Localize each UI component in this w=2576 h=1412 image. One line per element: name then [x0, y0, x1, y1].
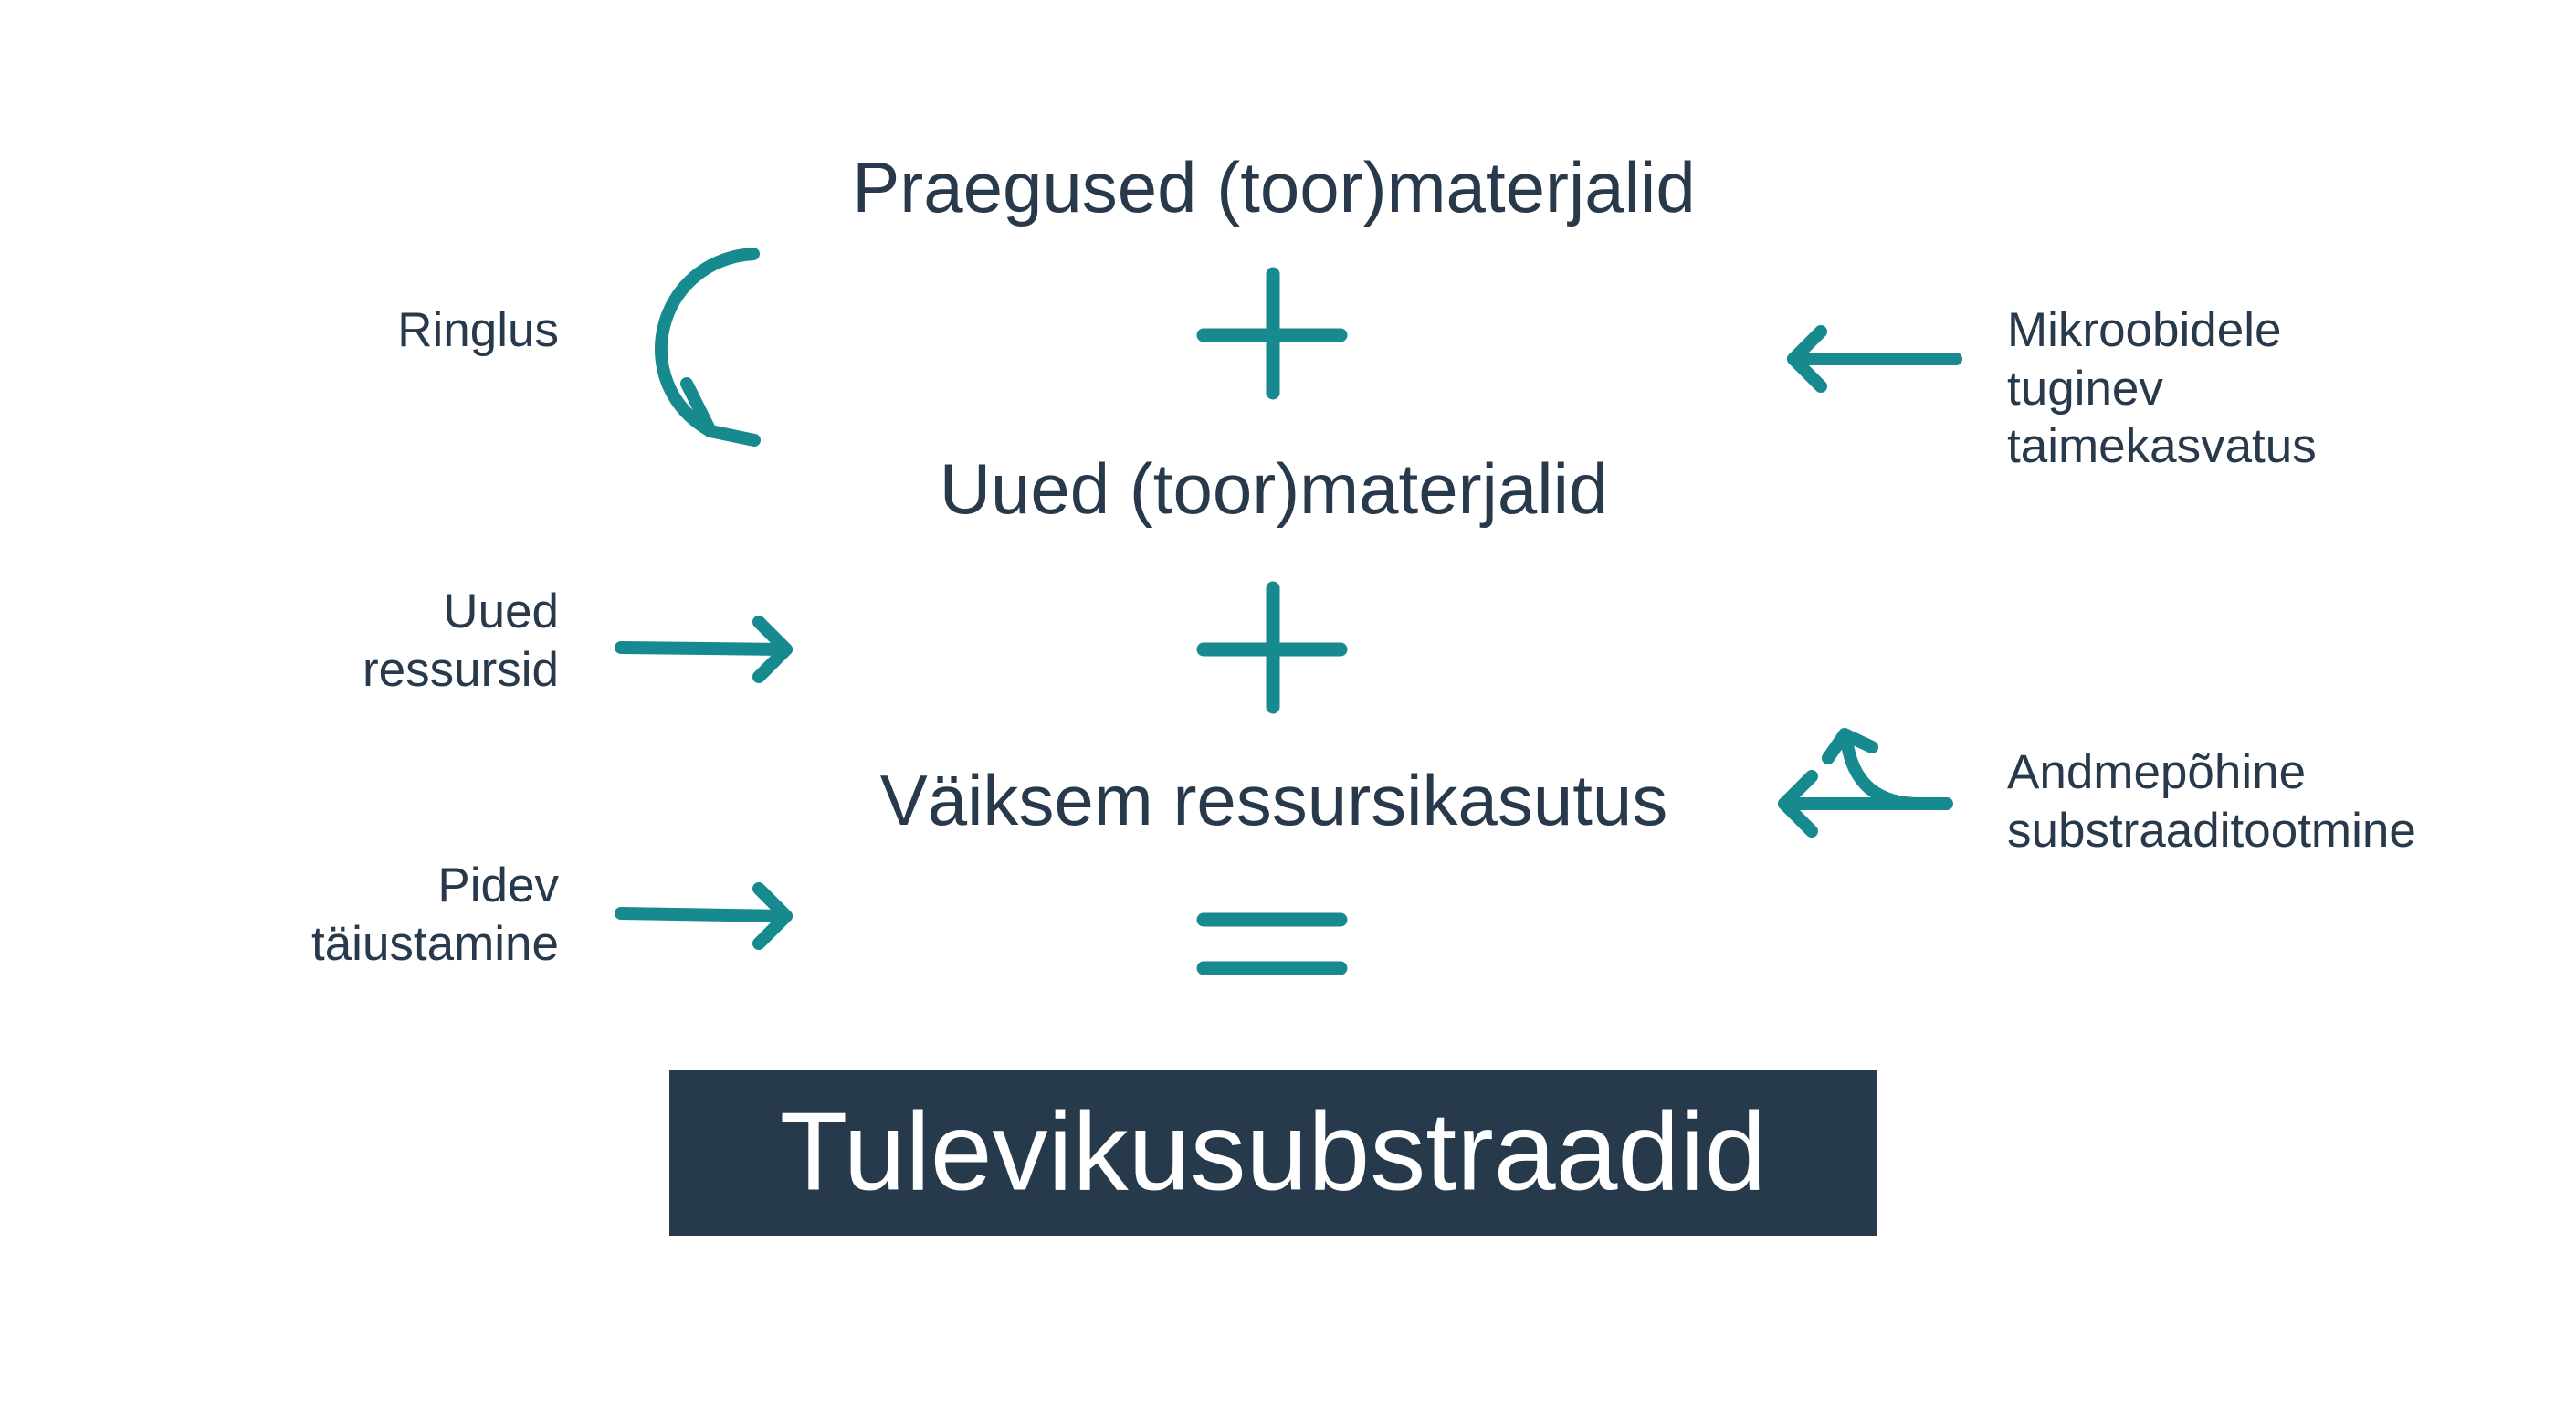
left-arrow-with-branch-icon	[1778, 728, 1953, 838]
term-new-materials: Uued (toor)materjalid	[939, 448, 1609, 529]
label-continuous-improvement-line-1: Pidev	[437, 859, 559, 912]
label-microbe-growing-line-1: Mikroobidele	[2007, 303, 2282, 357]
label-data-substrate-production-line-2: substraaditootmine	[2007, 803, 2416, 858]
equals-sign	[1196, 912, 1348, 975]
result-box: Tulevikusubstraadid	[669, 1070, 1877, 1236]
label-continuous-improvement: Pidev täiustamine	[311, 857, 559, 973]
label-data-substrate-production: Andmepõhine substraaditootmine	[2007, 743, 2416, 859]
left-arrow-icon-microbe-growing	[1787, 325, 1962, 393]
label-new-resources-line-2: ressursid	[362, 642, 559, 697]
label-continuous-improvement-line-2: täiustamine	[310, 916, 559, 971]
term-current-materials: Praegused (toor)materjalid	[852, 147, 1696, 227]
right-arrow-icon-improvement	[615, 882, 793, 950]
label-microbe-growing: Mikroobidele tuginev taimekasvatus	[2007, 301, 2317, 476]
label-data-substrate-production-line-1: Andmepõhine	[2007, 745, 2307, 799]
label-new-resources-line-1: Uued	[443, 585, 559, 638]
plus-sign-2	[1196, 581, 1348, 714]
term-lower-resource-use: Väiksem ressursikasutus	[879, 760, 1668, 840]
label-microbe-growing-line-3: taimekasvatus	[2007, 419, 2317, 474]
plus-sign-1	[1196, 267, 1348, 400]
circular-arrow-icon	[655, 248, 761, 447]
label-new-resources: Uued ressursid	[363, 583, 559, 699]
right-arrow-icon-new-resources	[615, 616, 793, 683]
result-title: Tulevikusubstraadid	[779, 1089, 1767, 1214]
label-microbe-growing-line-2: tuginev	[2007, 361, 2163, 416]
label-circulation-line-1: Ringlus	[397, 303, 559, 357]
label-circulation: Ringlus	[397, 301, 559, 360]
